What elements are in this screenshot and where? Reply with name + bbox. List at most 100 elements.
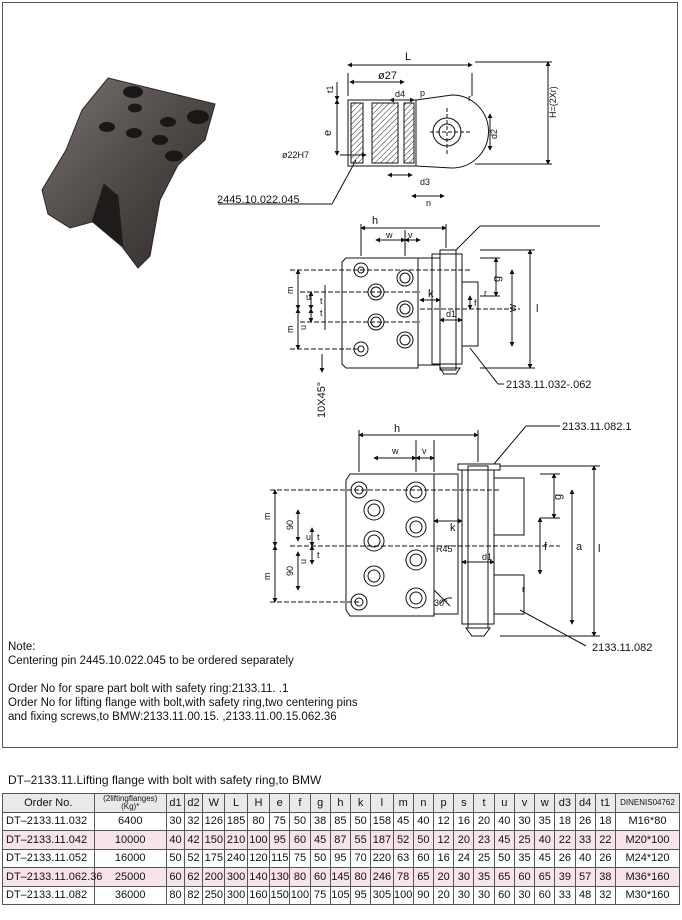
dimension-cell: 22	[594, 830, 616, 850]
dimension-cell: 60	[534, 885, 556, 905]
dimension-cell: 82	[183, 885, 204, 905]
dimension-cell: 95	[269, 830, 291, 850]
dimension-cell: 95	[329, 848, 352, 868]
dimension-cell: 60	[289, 830, 311, 850]
plan-view-small	[290, 224, 600, 385]
dimension-cell: 45	[309, 830, 331, 850]
dimension-cell: 75	[309, 885, 331, 905]
part-photo	[41, 77, 216, 269]
svg-text:u: u	[298, 559, 308, 564]
svg-text:g: g	[552, 494, 564, 500]
svg-text:u: u	[298, 325, 308, 330]
dimension-cell: 100	[246, 830, 271, 850]
svg-text:90: 90	[285, 520, 295, 530]
dimension-cell: 115	[269, 848, 291, 868]
header-col: t	[473, 793, 495, 813]
dimension-cell: 78	[392, 867, 414, 887]
din-screw-cell: M36*160	[614, 867, 681, 887]
svg-text:R45: R45	[436, 544, 453, 554]
dimension-cell: 70	[349, 848, 372, 868]
svg-text:w: w	[507, 304, 519, 313]
header-col: n	[412, 793, 435, 813]
dimension-cell: 160	[246, 885, 271, 905]
dimension-cell: 158	[370, 811, 394, 831]
svg-text:2133.11.082: 2133.11.082	[592, 642, 652, 654]
dimension-cell: 120	[246, 848, 271, 868]
svg-text:2133.11.032-.062: 2133.11.032-.062	[506, 379, 591, 391]
order-number-cell: DT–2133.11.082	[2, 885, 95, 905]
dimension-cell: 140	[246, 867, 271, 887]
svg-text:n: n	[426, 198, 431, 208]
dimension-cell: 63	[392, 848, 414, 868]
dimension-cell: 57	[574, 867, 596, 887]
svg-text:t: t	[317, 550, 320, 560]
svg-text:e: e	[322, 130, 334, 136]
svg-text:l: l	[598, 543, 600, 555]
dimension-cell: 30	[453, 885, 475, 905]
dimension-cell: 30	[513, 885, 536, 905]
svg-text:m: m	[262, 573, 272, 581]
dimension-cell: 18	[554, 811, 576, 831]
svg-text:30°: 30°	[434, 598, 448, 608]
load-cell: 25000	[93, 867, 167, 887]
header-col: u	[493, 793, 515, 813]
header-col: w	[534, 793, 556, 813]
drawing-frame	[2, 2, 678, 748]
notes-block: Note: Centering pin 2445.10.022.045 to b…	[8, 640, 358, 724]
dimension-cell: 25	[473, 848, 495, 868]
dimension-cell: 105	[329, 885, 352, 905]
dimension-cell: 100	[289, 885, 311, 905]
svg-text:f: f	[544, 541, 548, 553]
dimension-cell: 80	[246, 811, 271, 831]
plan-view-small-labels: h w v m m u u t t g f r w l k d1 10X45° …	[285, 215, 591, 418]
section-view	[218, 61, 552, 205]
dimension-cell: 45	[534, 848, 556, 868]
dimension-cell: 38	[594, 867, 616, 887]
dimension-cell: 65	[412, 867, 435, 887]
dimension-cell: 90	[412, 885, 435, 905]
svg-text:r: r	[484, 288, 487, 298]
dimension-cell: 20	[432, 867, 455, 887]
svg-text:h: h	[372, 215, 378, 227]
dimension-cell: 62	[183, 867, 204, 887]
dimension-cell: 20	[453, 830, 475, 850]
load-cell: 16000	[93, 848, 167, 868]
load-cell: 10000	[93, 830, 167, 850]
svg-text:l: l	[536, 303, 538, 315]
header-col: h	[329, 793, 352, 813]
dimension-cell: 52	[183, 848, 204, 868]
dimension-cell: 40	[574, 848, 596, 868]
section-view-labels: L ø27 d4 p r H=(2Xr) t1 e ø22H7 d2 d3 n …	[217, 51, 558, 208]
svg-text:m: m	[285, 326, 295, 334]
svg-text:m: m	[285, 287, 295, 295]
header-col: d1	[165, 793, 186, 813]
dimension-cell: 65	[534, 867, 556, 887]
svg-text:d2: d2	[489, 129, 499, 139]
dimension-cell: 35	[513, 848, 536, 868]
dimension-cell: 16	[453, 811, 475, 831]
dimension-cell: 75	[289, 848, 311, 868]
svg-text:d3: d3	[420, 177, 430, 187]
dimension-cell: 60	[165, 867, 186, 887]
svg-text:w: w	[385, 230, 393, 240]
dimension-cell: 22	[554, 830, 576, 850]
plan-view-large-labels: h w v m m 90 90 u u t t g f a l k R45 d1…	[262, 421, 652, 654]
dimension-cell: 16	[432, 848, 455, 868]
dimension-cell: 126	[202, 811, 226, 831]
dimension-cell: 185	[224, 811, 248, 831]
header-col: d3	[554, 793, 576, 813]
dimension-cell: 75	[269, 811, 291, 831]
dimension-cell: 50	[412, 830, 435, 850]
svg-text:10X45°: 10X45°	[316, 382, 328, 418]
dimension-cell: 38	[309, 811, 331, 831]
load-cell: 36000	[93, 885, 167, 905]
svg-text:2445.10.022.045: 2445.10.022.045	[217, 194, 300, 206]
dimension-cell: 246	[370, 867, 394, 887]
svg-text:t: t	[317, 532, 320, 542]
header-load: (2liftingflanges)(Kg)*	[93, 793, 167, 813]
header-col: p	[432, 793, 455, 813]
din-screw-cell: M30*160	[614, 885, 681, 905]
svg-text:k: k	[450, 522, 456, 534]
